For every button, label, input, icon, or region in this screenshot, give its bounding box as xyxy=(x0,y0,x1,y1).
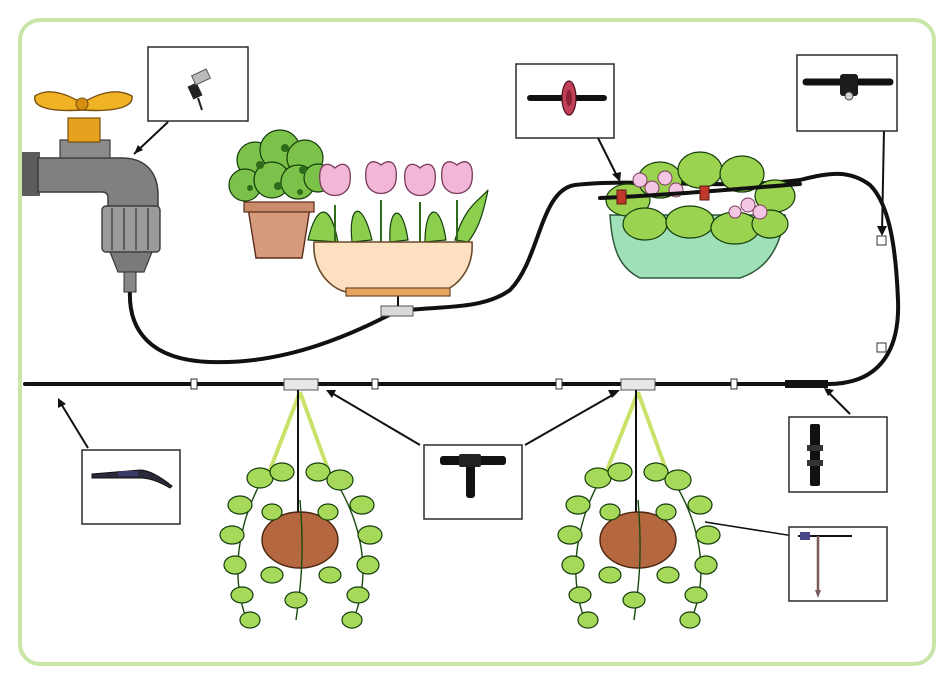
tulip-bowl-body xyxy=(313,241,473,293)
planter-dripper xyxy=(616,189,627,205)
faucet-barb xyxy=(123,271,137,293)
tulip-bowl-base xyxy=(345,287,451,297)
drip-hose-network xyxy=(23,171,901,391)
pointer-end-plug xyxy=(59,401,89,449)
callout-inline-dripper xyxy=(515,63,615,139)
diagram-frame xyxy=(18,18,936,666)
hose-clip-icon xyxy=(802,74,894,101)
hanging-pot-left xyxy=(261,511,339,569)
line-clip xyxy=(190,378,198,390)
line-clip xyxy=(876,235,887,246)
faucet-body xyxy=(37,157,159,213)
pointer-tee-right xyxy=(524,392,617,446)
line-clip xyxy=(555,378,563,390)
pointer-hose-clip xyxy=(881,129,885,233)
tee-on-line-right xyxy=(620,378,656,391)
violet-planter xyxy=(598,151,802,279)
drip-stake-icon xyxy=(798,532,852,598)
tulip-bowl xyxy=(307,161,489,297)
pointer-tee-left xyxy=(329,391,421,446)
callout-drip-stake xyxy=(788,526,888,602)
tee-on-line-left xyxy=(283,378,319,391)
hanging-basket-right xyxy=(557,390,801,629)
callout-faucet-adapter xyxy=(147,46,249,122)
line-clip xyxy=(876,342,887,353)
callout-tee-connector xyxy=(423,444,523,520)
faucet-handle xyxy=(34,91,133,112)
faucet xyxy=(22,91,161,293)
faucet-nut xyxy=(67,117,101,143)
faucet-adapter-body xyxy=(101,205,161,253)
ivy-pot xyxy=(247,207,311,259)
callout-box xyxy=(81,449,181,525)
callout-pointers xyxy=(58,121,887,449)
callout-hose-clip xyxy=(796,54,898,132)
feeder-line xyxy=(127,178,802,365)
faucet-adapter-nozzle xyxy=(109,251,153,273)
planter-dripper xyxy=(699,185,710,201)
tulip-flower xyxy=(404,163,436,197)
straight-coupler-icon xyxy=(807,424,823,486)
faucet-adapter-icon xyxy=(187,68,212,111)
tee-connector-icon xyxy=(440,454,506,498)
inline-dripper-icon xyxy=(527,80,607,116)
stake-pointer xyxy=(704,521,801,538)
faucet-stem xyxy=(59,139,111,159)
pointer-inline-dripper xyxy=(597,137,619,179)
callout-straight-coupler xyxy=(788,416,888,493)
tulip-flower xyxy=(441,161,473,195)
faucet-handle-hub xyxy=(75,97,89,111)
line-clip xyxy=(730,378,738,390)
hanging-basket-left xyxy=(219,390,383,629)
tulip-flower xyxy=(365,161,397,195)
end-plug-icon xyxy=(91,469,173,489)
hanging-pot-right xyxy=(599,511,677,569)
faucet-wall-flange xyxy=(22,152,40,196)
callout-end-plug xyxy=(81,449,181,525)
tulip-flower xyxy=(319,163,351,197)
line-clip xyxy=(371,378,379,390)
callout-box xyxy=(788,416,888,493)
return-loop xyxy=(798,171,901,386)
tee-under-bowl xyxy=(380,305,414,317)
